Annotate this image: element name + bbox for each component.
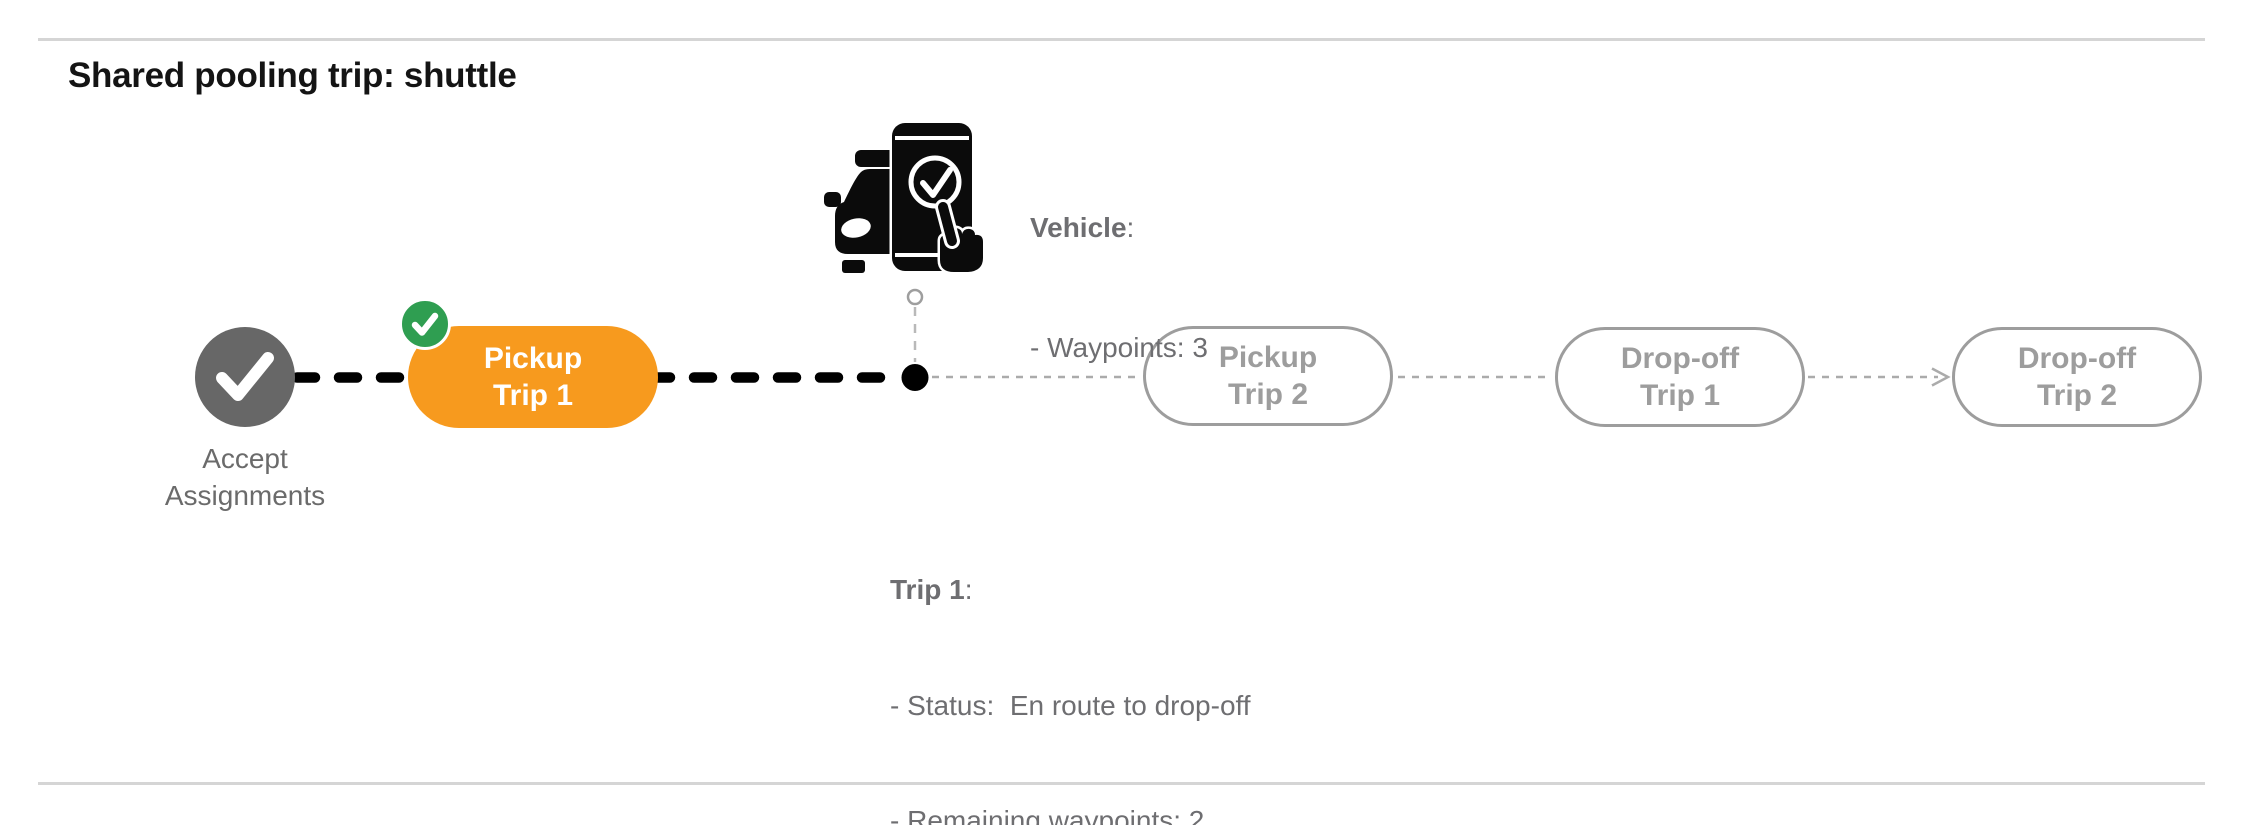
page-title: Shared pooling trip: shuttle xyxy=(68,56,517,95)
completed-check-badge xyxy=(399,298,451,350)
vehicle-info: Vehicle: - Waypoints: 3 xyxy=(1030,128,1208,448)
bottom-divider xyxy=(38,782,2205,785)
car-headlight xyxy=(841,218,871,238)
check-icon xyxy=(216,352,274,401)
hand-finger xyxy=(938,202,957,246)
node-dropoff-trip-1: Drop-off Trip 1 xyxy=(1555,327,1805,427)
trip-1-heading: Trip 1: xyxy=(890,574,973,605)
accept-assignments-label: Accept Assignments xyxy=(164,443,326,511)
node-pickup-trip-2: Pickup Trip 2 xyxy=(1143,326,1393,426)
vehicle-booking-icon xyxy=(824,120,986,275)
accept-assignments-node xyxy=(195,327,295,427)
car-roof xyxy=(855,150,898,167)
car-body xyxy=(835,169,896,254)
check-icon xyxy=(411,312,439,336)
car-mirror xyxy=(824,192,841,207)
car-skirt xyxy=(842,260,865,273)
node-pickup-trip-1: Pickup Trip 1 xyxy=(408,326,658,428)
vehicle-waypoints-line: - Waypoints: 3 xyxy=(1030,332,1208,363)
vehicle-pointer-anchor xyxy=(906,288,924,306)
trip-info: Trip 1: - Status: En route to drop-off -… xyxy=(890,494,1251,825)
arrowhead-icon xyxy=(1931,367,1951,387)
trip-1-status-line: - Status: En route to drop-off xyxy=(890,689,1251,721)
node-dropoff-trip-2: Drop-off Trip 2 xyxy=(1952,327,2202,427)
top-divider xyxy=(38,38,2205,41)
trip-1-waypoints-line: - Remaining waypoints: 2 xyxy=(890,805,1205,825)
vehicle-info-heading: Vehicle: xyxy=(1030,212,1135,243)
vehicle-position-dot xyxy=(901,364,929,391)
confirm-circle xyxy=(908,155,962,209)
check-icon xyxy=(920,167,953,198)
